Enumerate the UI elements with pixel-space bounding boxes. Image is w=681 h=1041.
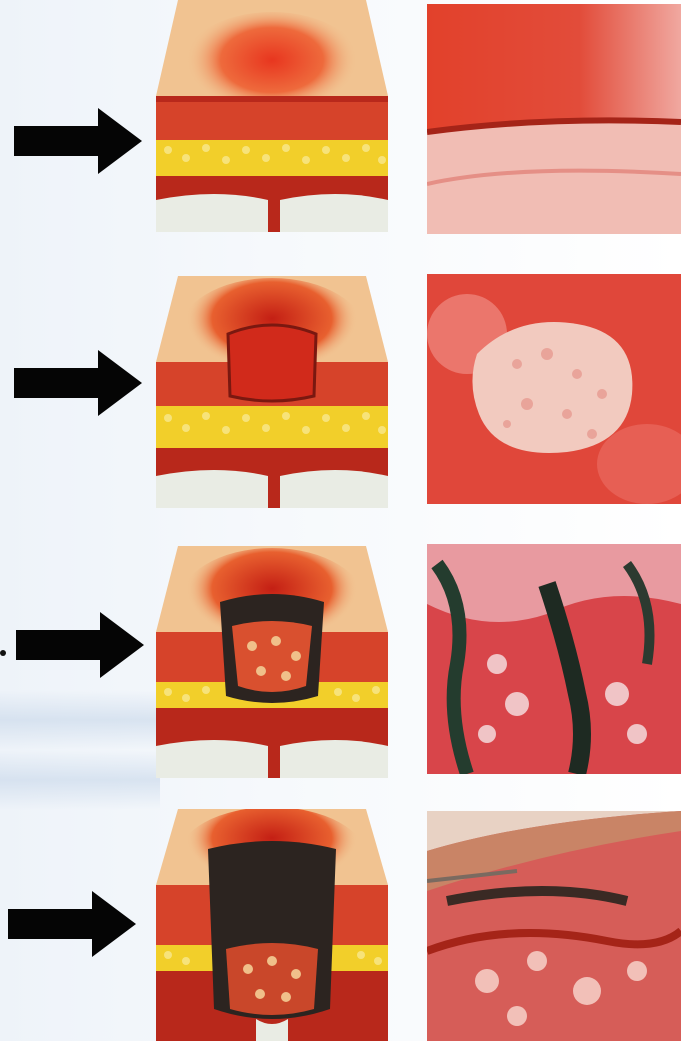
right-arrow-icon [14, 350, 142, 416]
stage-4-photo [427, 811, 681, 1041]
stage-row-2 [0, 270, 681, 502]
stage-4-diagram [156, 809, 388, 1041]
stage-3-diagram [156, 546, 388, 778]
stage-2-photo [427, 274, 681, 504]
stage-row-4 [0, 805, 681, 1037]
bullet-dot [0, 650, 6, 656]
stage-row-3 [0, 540, 681, 772]
stage-row-1 [0, 0, 681, 232]
stage-1-diagram [156, 0, 388, 232]
stage-3-photo [427, 544, 681, 774]
right-arrow-icon [14, 108, 142, 174]
right-arrow-icon [16, 612, 144, 678]
right-arrow-icon [8, 891, 136, 957]
stage-2-diagram [156, 276, 388, 508]
stage-1-photo [427, 4, 681, 234]
